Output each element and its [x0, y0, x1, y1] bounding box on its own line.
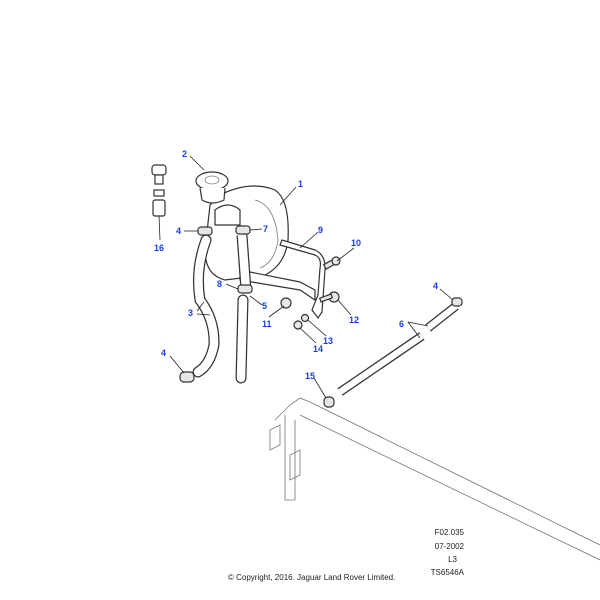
filler-cap — [195, 171, 229, 204]
callout-8: 8 — [217, 279, 222, 289]
leader-lines — [158, 155, 454, 399]
callout-12: 12 — [349, 315, 359, 325]
bolt-16 — [151, 164, 167, 217]
callout-1: 1 — [298, 179, 303, 189]
fasteners — [280, 256, 341, 330]
callout-16: 16 — [154, 243, 164, 253]
callout-9: 9 — [318, 225, 323, 235]
diagram-level: L3 — [448, 555, 457, 564]
diagram-date: 07-2002 — [434, 542, 464, 551]
hoses — [192, 234, 459, 396]
callout-7: 7 — [263, 224, 268, 234]
figure-code: F02.035 — [434, 528, 464, 537]
callout-4: 4 — [176, 226, 181, 236]
drawing-id: TS6546A — [430, 568, 464, 577]
callout-14: 14 — [313, 344, 323, 354]
callout-5: 5 — [262, 301, 267, 311]
callout-2: 2 — [182, 149, 187, 159]
callout-10: 10 — [351, 238, 361, 248]
callout-4: 4 — [433, 281, 438, 291]
callout-labels: 1 2 3 4 4 4 5 6 7 8 9 10 11 12 13 14 15 … — [154, 149, 438, 381]
callout-4: 4 — [161, 348, 166, 358]
callout-3: 3 — [188, 308, 193, 318]
callout-15: 15 — [305, 371, 315, 381]
callout-6: 6 — [399, 319, 404, 329]
copyright: © Copyright, 2016. Jaguar Land Rover Lim… — [228, 573, 396, 582]
callout-11: 11 — [262, 319, 272, 329]
radiator — [269, 397, 600, 561]
hose-clips — [179, 225, 463, 408]
callout-13: 13 — [323, 336, 333, 346]
